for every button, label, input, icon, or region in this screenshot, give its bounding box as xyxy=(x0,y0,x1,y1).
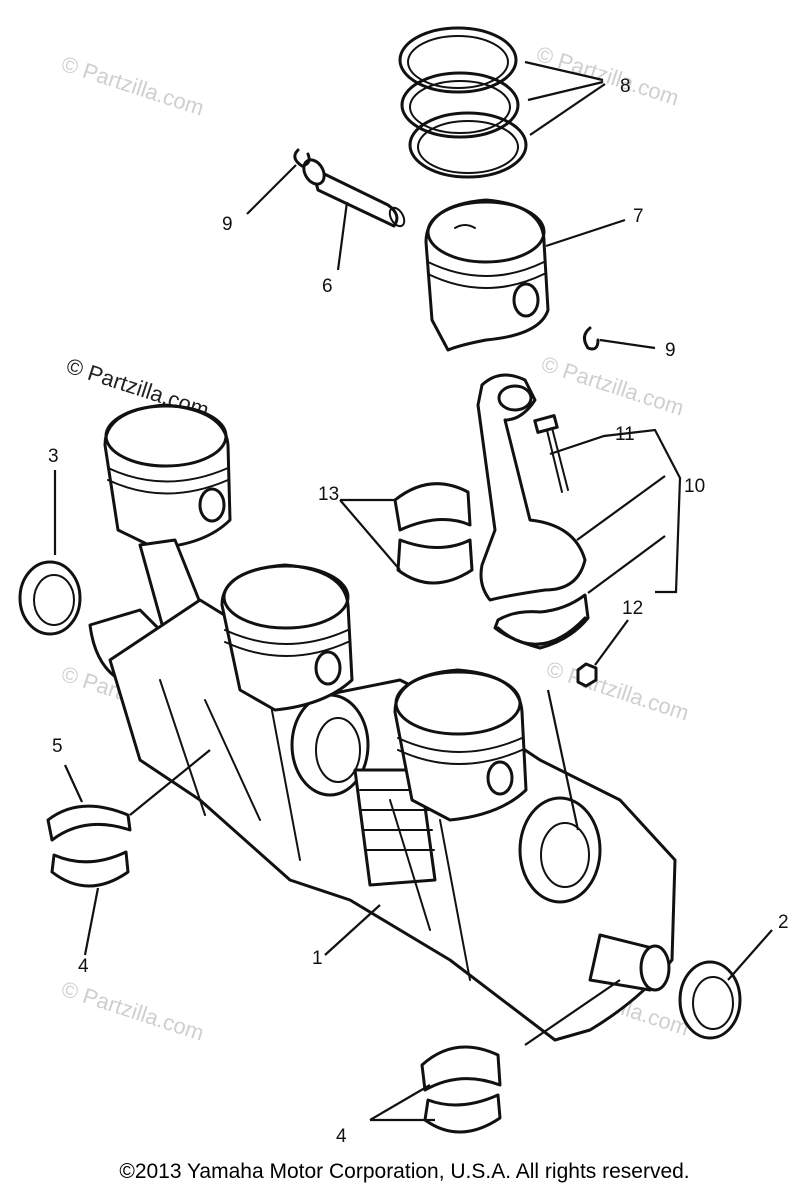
main-bearing-bottom xyxy=(420,1045,502,1134)
callout-12: 12 xyxy=(622,598,643,619)
piston-rings xyxy=(398,26,528,179)
piston-left xyxy=(103,403,232,637)
main-bearing-left xyxy=(46,804,132,888)
callout-4-left: 4 xyxy=(78,956,89,977)
callout-10: 10 xyxy=(684,476,705,497)
callout-8: 8 xyxy=(620,76,631,97)
piston-right xyxy=(393,668,528,822)
pin-clip-top xyxy=(293,148,311,168)
watermark-2: © Partzilla.com xyxy=(533,41,682,111)
callout-2: 2 xyxy=(778,912,789,933)
crankshaft xyxy=(88,598,677,1042)
connecting-rod xyxy=(476,373,598,688)
callout-9-right: 9 xyxy=(665,340,676,361)
pin-clip-right xyxy=(583,326,600,351)
piston-pin xyxy=(302,158,406,228)
callout-1: 1 xyxy=(312,948,323,969)
watermark-1: © Partzilla.com xyxy=(58,51,207,121)
watermark-6: © Partzilla.com xyxy=(58,976,207,1046)
oil-seal-left xyxy=(18,560,82,636)
rod-bearings xyxy=(393,482,474,585)
oil-seal-right xyxy=(678,960,742,1040)
watermark-3: © Partzilla.com xyxy=(538,351,687,421)
callout-7: 7 xyxy=(633,206,644,227)
callout-5: 5 xyxy=(52,736,63,757)
callout-3: 3 xyxy=(48,446,59,467)
callout-11: 11 xyxy=(615,424,635,445)
callout-13: 13 xyxy=(318,484,339,505)
piston-middle xyxy=(220,563,354,712)
leader-lines xyxy=(53,60,773,1122)
watermark-5: © Partzilla.com xyxy=(543,656,692,726)
piston-top xyxy=(424,198,550,352)
callout-4-bottom: 4 xyxy=(336,1126,347,1147)
callout-9-left: 9 xyxy=(222,214,233,235)
callout-labels: 1 2 3 4 4 5 6 7 8 9 9 10 11 12 13 xyxy=(48,76,789,1147)
copyright-notice: ©2013 Yamaha Motor Corporation, U.S.A. A… xyxy=(119,1160,690,1183)
callout-6: 6 xyxy=(322,276,333,297)
